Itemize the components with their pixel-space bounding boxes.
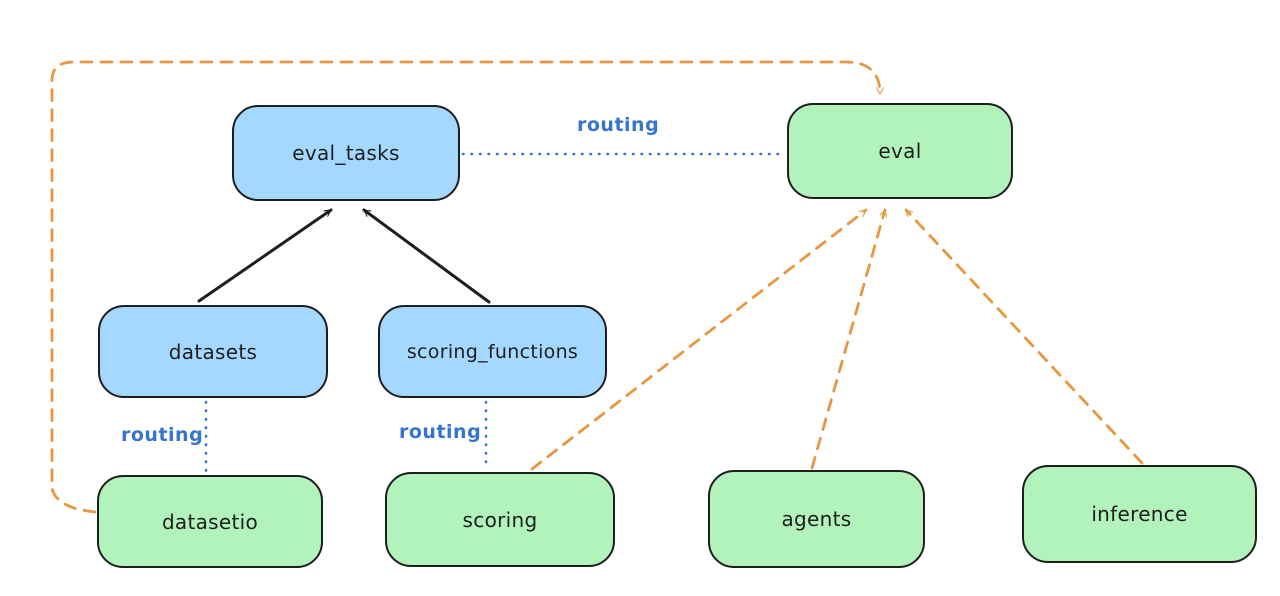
edge-inference-to-eval — [904, 208, 1144, 465]
node-inference-label: inference — [1091, 502, 1188, 526]
node-datasets-label: datasets — [168, 339, 258, 364]
edge-datasetio-to-eval — [50, 60, 884, 514]
edge-scoring-to-eval — [530, 208, 868, 471]
edge-scoring-functions-to-eval-tasks — [362, 208, 491, 304]
routing-label-datasets-datasetio: routing — [121, 424, 204, 446]
routing-label-eval-tasks-eval: routing — [577, 114, 660, 136]
node-eval-tasks: eval_tasks — [232, 105, 460, 201]
node-scoring-functions-label: scoring_functions — [406, 340, 579, 363]
node-scoring: scoring — [385, 472, 615, 567]
node-scoring-functions: scoring_functions — [378, 305, 607, 398]
node-agents-label: agents — [781, 507, 852, 531]
node-datasetio: datasetio — [97, 475, 323, 568]
node-eval: eval — [787, 103, 1013, 199]
node-scoring-label: scoring — [462, 507, 538, 532]
edge-datasets-to-eval-tasks — [197, 208, 333, 303]
node-datasets: datasets — [98, 305, 328, 398]
edge-agents-to-eval — [810, 208, 888, 470]
node-eval-tasks-label: eval_tasks — [292, 141, 400, 165]
node-inference: inference — [1022, 465, 1257, 563]
node-agents: agents — [708, 470, 925, 568]
routing-label-scoring-functions-scoring: routing — [399, 421, 482, 443]
node-eval-label: eval — [878, 139, 922, 163]
node-datasetio-label: datasetio — [161, 509, 259, 534]
